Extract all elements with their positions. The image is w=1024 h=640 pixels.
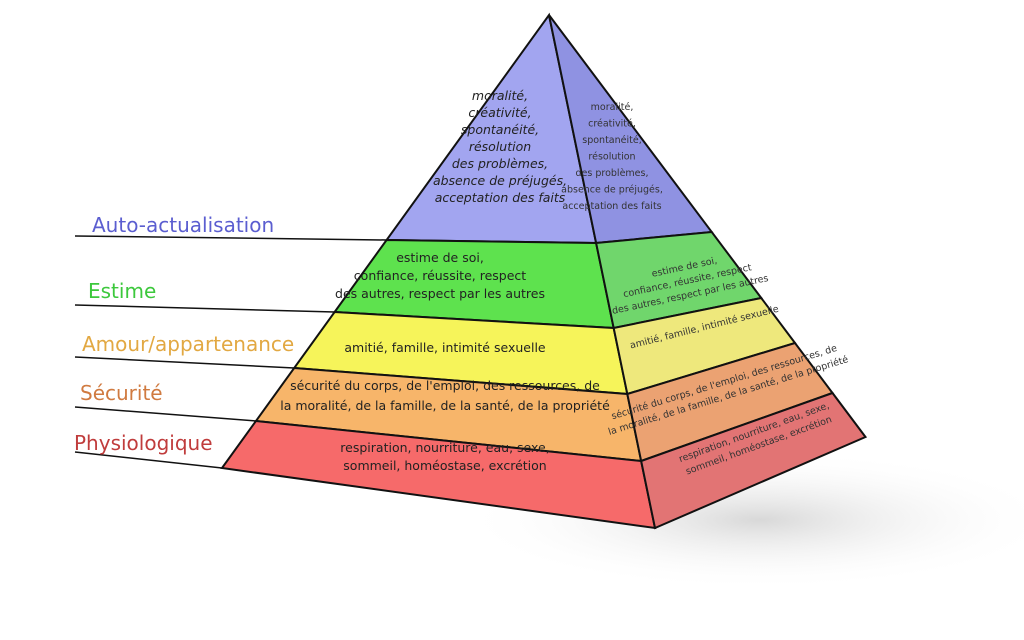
side-face-physiologique xyxy=(640,391,868,530)
front-text-securite: sécurité du corps, de l'emploi, des ress… xyxy=(290,378,600,393)
front-text-physiologique: sommeil, homéostase, excrétion xyxy=(343,458,546,473)
front-text-auto-actualisation: absence de préjugés, xyxy=(433,173,567,188)
leader-line-estime xyxy=(74,304,335,313)
front-text-estime: confiance, réussite, respect xyxy=(354,268,526,283)
side-text-line-auto-actualisation: spontanéité, xyxy=(582,135,641,146)
side-text-line-auto-actualisation: résolution xyxy=(588,152,635,163)
front-text-amour: amitié, famille, intimité sexuelle xyxy=(344,340,546,355)
level-label-physiologique: Physiologique xyxy=(74,431,213,455)
front-text-estime: estime de soi, xyxy=(396,250,484,265)
leader-line-securite xyxy=(74,406,256,422)
front-text-auto-actualisation: résolution xyxy=(469,139,531,154)
front-text-physiologique: respiration, nourriture, eau, sexe, xyxy=(340,440,549,455)
leader-line-amour xyxy=(74,356,295,369)
side-text-line-auto-actualisation: acceptation des faits xyxy=(562,201,661,212)
level-label-securite: Sécurité xyxy=(80,381,163,405)
leader-line-auto-actualisation xyxy=(74,235,387,241)
side-text-line-auto-actualisation: absence de préjugés, xyxy=(561,185,663,196)
leader-line-physiologique xyxy=(74,451,223,469)
level-label-amour: Amour/appartenance xyxy=(82,332,294,356)
front-text-securite: la moralité, de la famille, de la santé,… xyxy=(280,398,610,413)
side-text-line-auto-actualisation: créativité, xyxy=(588,119,636,130)
level-label-estime: Estime xyxy=(88,279,156,303)
front-text-estime: des autres, respect par les autres xyxy=(335,286,545,301)
level-label-auto-actualisation: Auto-actualisation xyxy=(92,213,274,237)
front-text-auto-actualisation: créativité, xyxy=(468,105,531,120)
side-text-auto-actualisation: moralité, créativité, spontanéité, résoluti… xyxy=(561,102,663,212)
front-text-auto-actualisation: des problèmes, xyxy=(452,156,548,171)
side-text-line-auto-actualisation: des problèmes, xyxy=(576,168,649,179)
front-text-auto-actualisation: spontanéité, xyxy=(461,122,539,137)
side-text-line-auto-actualisation: moralité, xyxy=(591,102,634,113)
front-text-auto-actualisation: moralité, xyxy=(472,88,528,103)
front-text-auto-actualisation: acceptation des faits xyxy=(435,190,566,205)
